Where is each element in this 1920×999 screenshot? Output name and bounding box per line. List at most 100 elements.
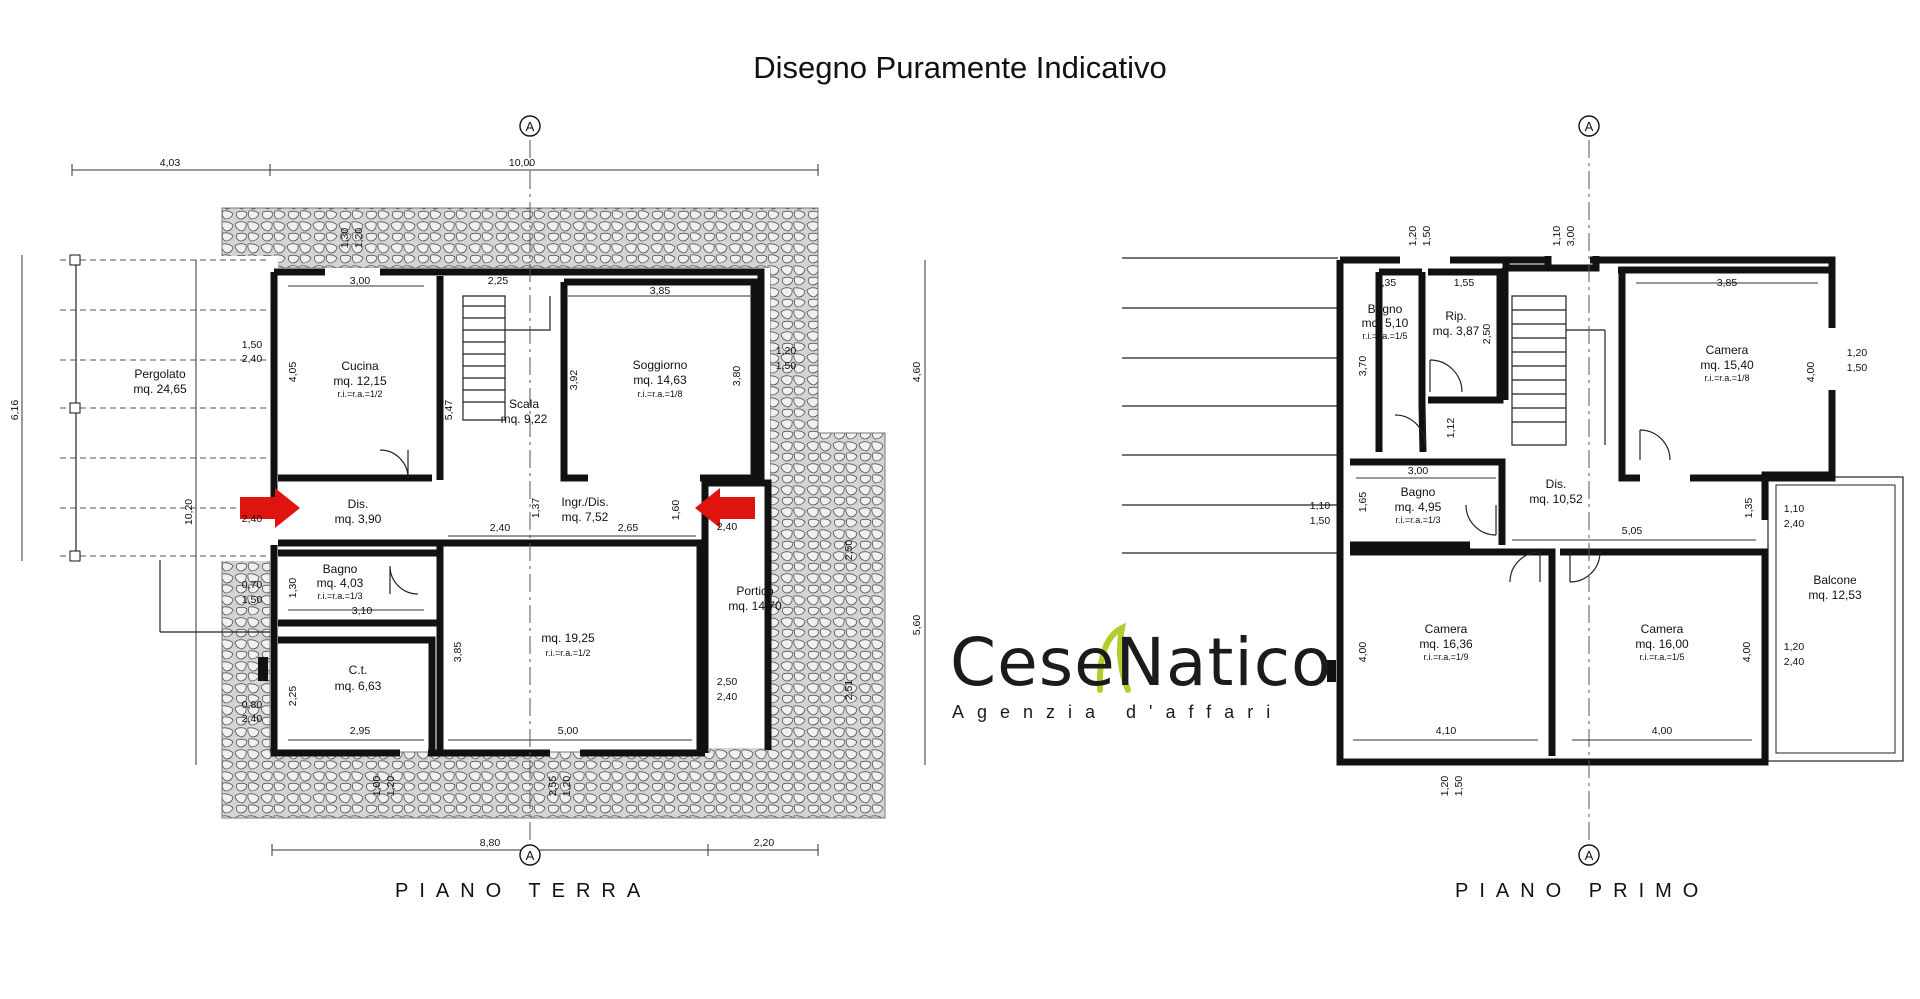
room-name: Ingr./Dis. xyxy=(561,495,608,509)
ground-floor-dimension-labels: 4,03 10,00 1,30 1,20 3,00 2,25 3,85 1,50… xyxy=(9,157,923,849)
room-area: mq. 24,65 xyxy=(133,382,187,396)
dimension-label: 1,20 xyxy=(1847,347,1868,359)
room-ratio: r.i.=r.a.=1/3 xyxy=(1395,515,1440,525)
agency-tagline: Agenzia d'affari xyxy=(952,702,1284,722)
room-ratio: r.i.=r.a.=1/3 xyxy=(317,591,362,601)
dimension-label: 0,70 xyxy=(242,579,263,591)
dimension-label: 3,00 xyxy=(1408,465,1429,477)
axis-marker-label: A xyxy=(526,848,535,863)
dimension-label: 2,55 xyxy=(547,776,559,797)
dimension-label: 4,03 xyxy=(160,157,181,169)
axis-marker-label: A xyxy=(1585,848,1594,863)
room-area: mq. 15,40 xyxy=(1700,358,1754,372)
dimension-label: 10,20 xyxy=(183,499,195,525)
dimension-label: 4,10 xyxy=(1436,725,1457,737)
dimension-label: 1,10 xyxy=(1310,500,1331,512)
dimension-label: 8,80 xyxy=(480,837,501,849)
dimension-label: 1,20 xyxy=(776,345,797,357)
dimension-label: 1,20 xyxy=(1407,226,1419,247)
dimension-label: 2,40 xyxy=(717,521,738,533)
room-name: Bagno xyxy=(323,562,358,576)
dimension-label: 2,50 xyxy=(717,676,738,688)
dimension-label: 1,35 xyxy=(1743,498,1755,519)
first-floor-room-labels: Bagno mq. 5,10 r.i.=r.a.=1/5 Rip. mq. 3,… xyxy=(1362,302,1862,662)
axis-marker xyxy=(519,844,541,866)
dimension-label: 1,30 xyxy=(287,578,299,599)
dimension-label: 5,60 xyxy=(911,615,923,636)
dimension-label: 1,50 xyxy=(1421,226,1433,247)
axis-marker xyxy=(1578,115,1600,137)
dimension-label: 2,40 xyxy=(242,513,263,525)
room-area: mq. 16,36 xyxy=(1419,637,1473,651)
dimension-label: 2,51 xyxy=(843,680,855,701)
dimension-label: 0,80 xyxy=(242,699,263,711)
room-area: mq. 5,10 xyxy=(1362,316,1409,330)
first-floor-stairs xyxy=(1511,295,1606,446)
dimension-label: 1,60 xyxy=(670,500,682,521)
dimension-label: 4,00 xyxy=(1805,362,1817,383)
room-name: Portico xyxy=(736,584,774,598)
dimension-label: 1,10 xyxy=(1551,226,1563,247)
dimension-label: 3,85 xyxy=(1717,277,1738,289)
dimension-label: 4,00 xyxy=(1652,725,1673,737)
first-floor-plan xyxy=(1122,140,1904,842)
room-name: Pergolato xyxy=(134,367,186,381)
dimension-label: 1,20 xyxy=(353,228,365,249)
dimension-label: 1,50 xyxy=(776,360,797,372)
axis-marker xyxy=(1578,844,1600,866)
dimension-label: 1,20 xyxy=(1439,776,1451,797)
dimension-label: 4,00 xyxy=(1357,642,1369,663)
room-area: mq. 16,00 xyxy=(1635,637,1689,651)
room-area: mq. 14,63 xyxy=(633,373,687,387)
dimension-label: 1,50 xyxy=(1310,515,1331,527)
dimension-label: 1,12 xyxy=(1445,418,1457,439)
dimension-label: 3,00 xyxy=(1565,226,1577,247)
dimension-label: 1,50 xyxy=(1847,362,1868,374)
dimension-label: 3,70 xyxy=(1357,356,1369,377)
room-name: Soggiorno xyxy=(633,358,688,372)
dimension-label: 1,30 xyxy=(339,228,351,249)
pergola-structure xyxy=(60,254,278,633)
dimension-label: 1,50 xyxy=(1453,776,1465,797)
ground-floor-plan xyxy=(21,140,926,856)
axis-marker-label: A xyxy=(1585,119,1594,134)
dimension-label: 2,40 xyxy=(242,713,263,725)
dimension-label: 3,00 xyxy=(350,275,371,287)
room-area: mq. 4,95 xyxy=(1395,500,1442,514)
dimension-label: 2,40 xyxy=(717,691,738,703)
dimension-label: 2,40 xyxy=(1784,518,1805,530)
ground-floor-stairs xyxy=(462,295,551,421)
dimension-label: 3,85 xyxy=(650,285,671,297)
dimension-label: 2,50 xyxy=(843,540,855,561)
room-area: mq. 6,63 xyxy=(335,679,382,693)
room-area: mq. 19,25 xyxy=(541,631,595,645)
dimension-label: 1,20 xyxy=(385,776,397,797)
room-ratio: r.i.=r.a.=1/5 xyxy=(1639,652,1684,662)
dimension-label: 2,20 xyxy=(754,837,775,849)
dimension-label: 1,20 xyxy=(1784,641,1805,653)
room-ratio: r.i.=r.a.=1/8 xyxy=(1704,373,1749,383)
room-area: mq. 10,52 xyxy=(1529,492,1583,506)
dimension-label: 3,80 xyxy=(731,366,743,387)
dimension-label: 5,00 xyxy=(558,725,579,737)
dimension-label: 1,10 xyxy=(1784,503,1805,515)
axis-marker xyxy=(519,115,541,137)
room-area: mq. 9,22 xyxy=(501,412,548,426)
room-name: Rip. xyxy=(1445,309,1466,323)
dimension-label: 1,50 xyxy=(242,594,263,606)
dimension-label: 2,95 xyxy=(350,725,371,737)
dimension-label: 3,92 xyxy=(568,370,580,391)
room-ratio: r.i.=r.a.=1/8 xyxy=(637,389,682,399)
room-name: Cucina xyxy=(341,359,379,373)
room-ratio: r.i.=r.a.=1/2 xyxy=(545,648,590,658)
room-area: mq. 3,90 xyxy=(335,512,382,526)
logo-leaf-icon xyxy=(1096,622,1131,693)
first-floor-pergola xyxy=(1122,257,1338,554)
room-name: Bagno xyxy=(1368,302,1403,316)
first-floor-label: PIANO PRIMO xyxy=(1455,880,1710,902)
dimension-label: 1,35 xyxy=(1376,277,1397,289)
dimension-label: 2,65 xyxy=(618,522,639,534)
room-ratio: r.i.=r.a.=1/2 xyxy=(337,389,382,399)
room-area: mq. 12,53 xyxy=(1808,588,1862,602)
